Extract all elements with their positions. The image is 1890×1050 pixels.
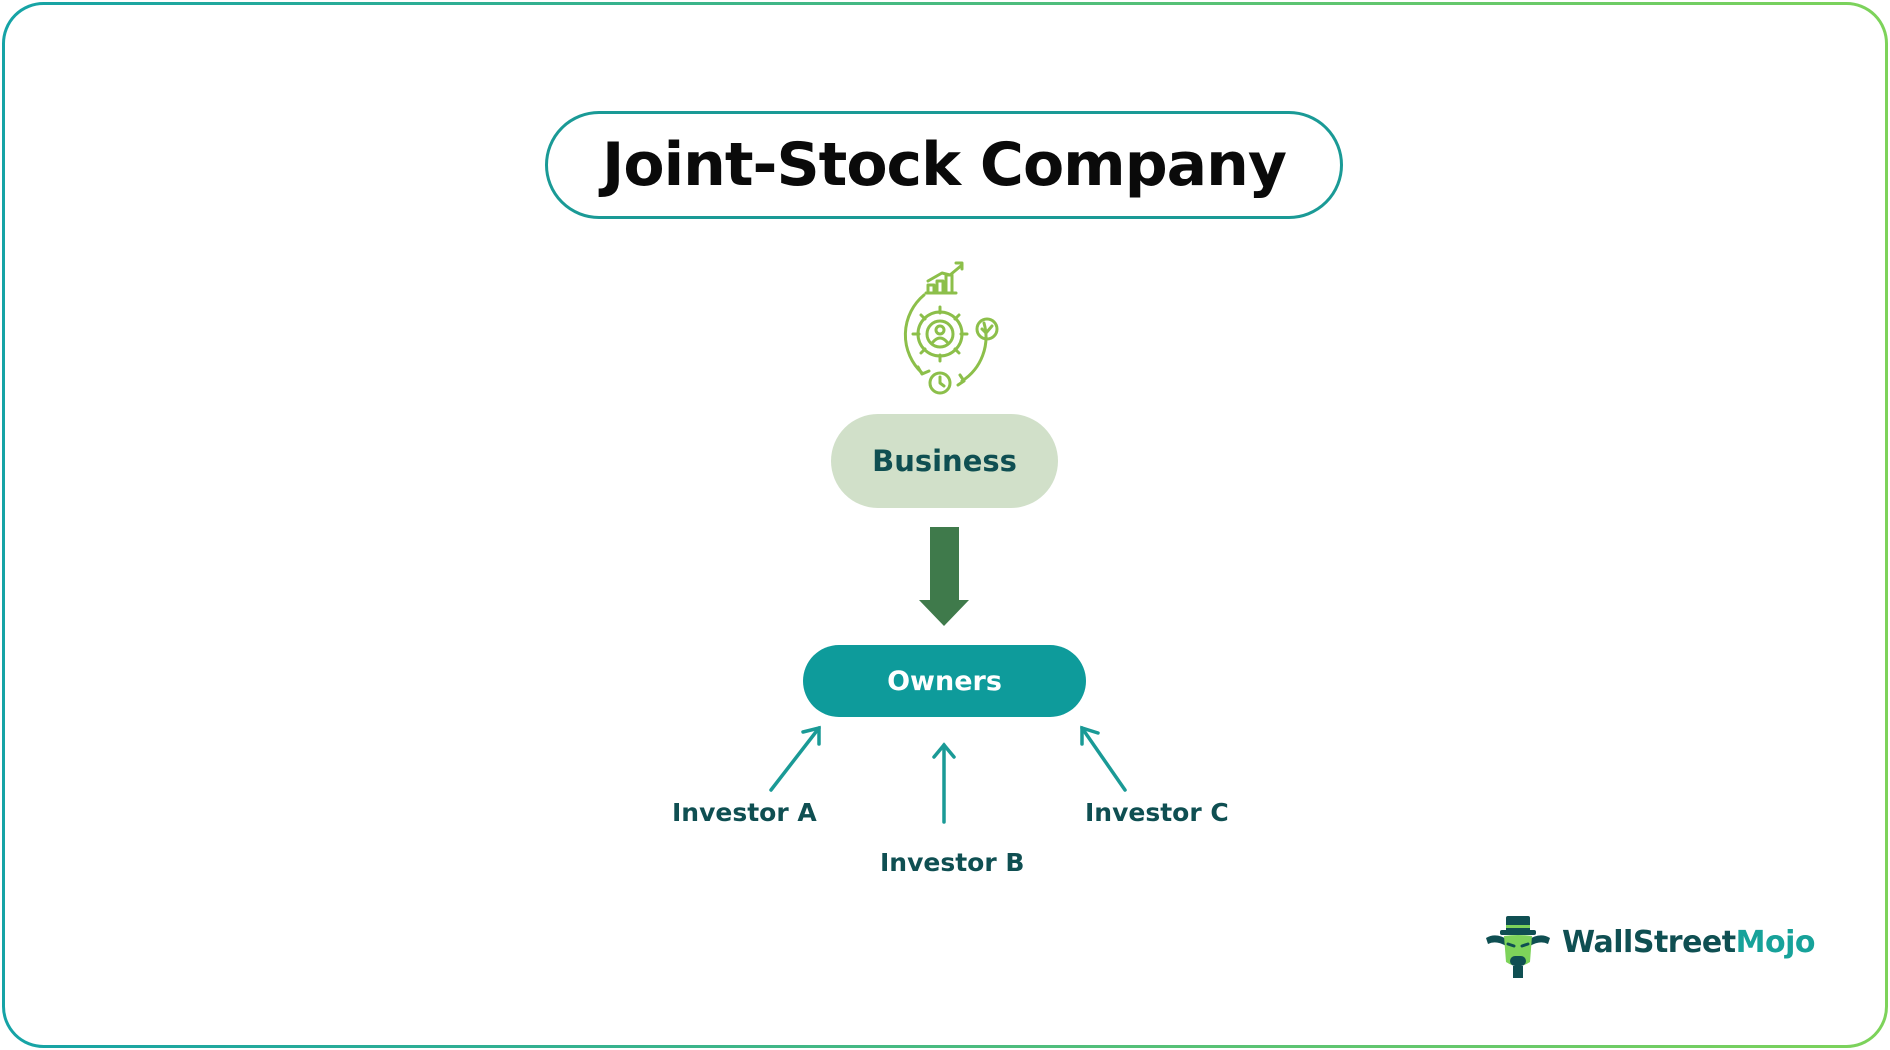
brand-name-part2: Mojo bbox=[1735, 925, 1816, 960]
owners-node: Owners bbox=[803, 645, 1086, 717]
brand-name-part1: WallStreet bbox=[1562, 925, 1736, 960]
investor-a-arrow bbox=[769, 725, 821, 792]
bull-mascot-icon bbox=[1486, 916, 1550, 978]
business-node: Business bbox=[831, 414, 1058, 508]
brand-logo: WallStreetMojo bbox=[1482, 910, 1816, 980]
title-box: Joint-Stock Company bbox=[545, 111, 1343, 219]
business-label: Business bbox=[872, 444, 1017, 478]
business-growth-gear-icon bbox=[903, 261, 999, 395]
investor-c-label: Investor C bbox=[1085, 798, 1229, 827]
investor-b-arrow bbox=[932, 742, 956, 824]
investor-a-label: Investor A bbox=[672, 798, 817, 827]
investor-c-arrow bbox=[1080, 725, 1127, 792]
page-title: Joint-Stock Company bbox=[602, 130, 1287, 200]
down-arrow bbox=[919, 527, 969, 626]
owners-label: Owners bbox=[887, 665, 1002, 697]
investor-b-label: Investor B bbox=[880, 848, 1025, 877]
